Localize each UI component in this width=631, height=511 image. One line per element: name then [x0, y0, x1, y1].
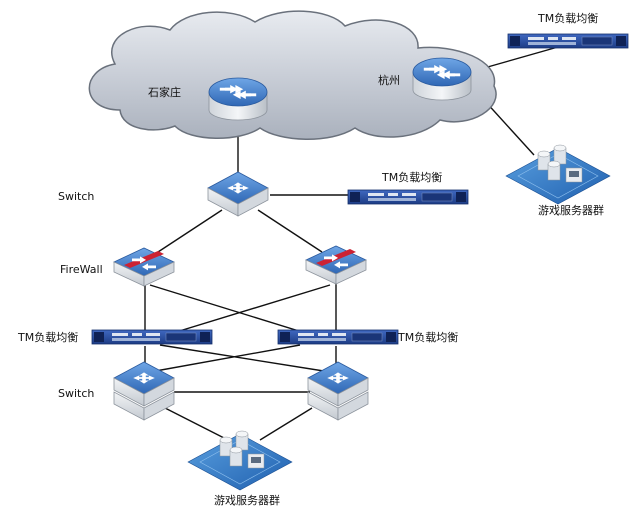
link-lb-right-switch-left: [149, 344, 301, 373]
lb-top-right: [507, 33, 629, 49]
switch-bottom-right: [308, 362, 368, 421]
server-cluster-bottom: [187, 430, 293, 491]
link-hangzhou-servers: [483, 99, 535, 156]
router-shijiazhuang: [208, 77, 268, 121]
label-switch-bottom: Switch: [58, 387, 94, 400]
label-lb-mid: TM负载均衡: [381, 170, 442, 184]
lb-left: [91, 329, 213, 345]
label-firewall: FireWall: [60, 263, 103, 276]
switch-top: [208, 172, 268, 216]
link-switch-fw-right: [257, 209, 323, 253]
lb-mid: [347, 189, 469, 205]
wan-cloud: [88, 10, 497, 140]
firewall-left: [113, 247, 175, 287]
link-switch-fw-left: [157, 209, 223, 253]
link-lb-left-switch-right: [159, 344, 331, 373]
label-lb-left: TM负载均衡: [17, 330, 78, 344]
server-cluster-top: [505, 144, 611, 205]
label-city-left: 石家庄: [148, 85, 181, 99]
switch-bottom-left: [114, 362, 174, 421]
label-servers-bottom: 游戏服务器群: [214, 493, 280, 507]
router-hangzhou: [412, 57, 472, 101]
label-lb-top-right: TM负载均衡: [537, 11, 598, 25]
firewall-right: [305, 245, 367, 285]
label-switch-top: Switch: [58, 190, 94, 203]
label-city-right: 杭州: [378, 73, 400, 87]
label-lb-right: TM负载均衡: [397, 330, 458, 344]
label-servers-top: 游戏服务器群: [538, 203, 604, 217]
link-switch-right-servers: [259, 407, 313, 441]
lb-right: [277, 329, 399, 345]
link-switch-left-servers: [164, 407, 229, 441]
